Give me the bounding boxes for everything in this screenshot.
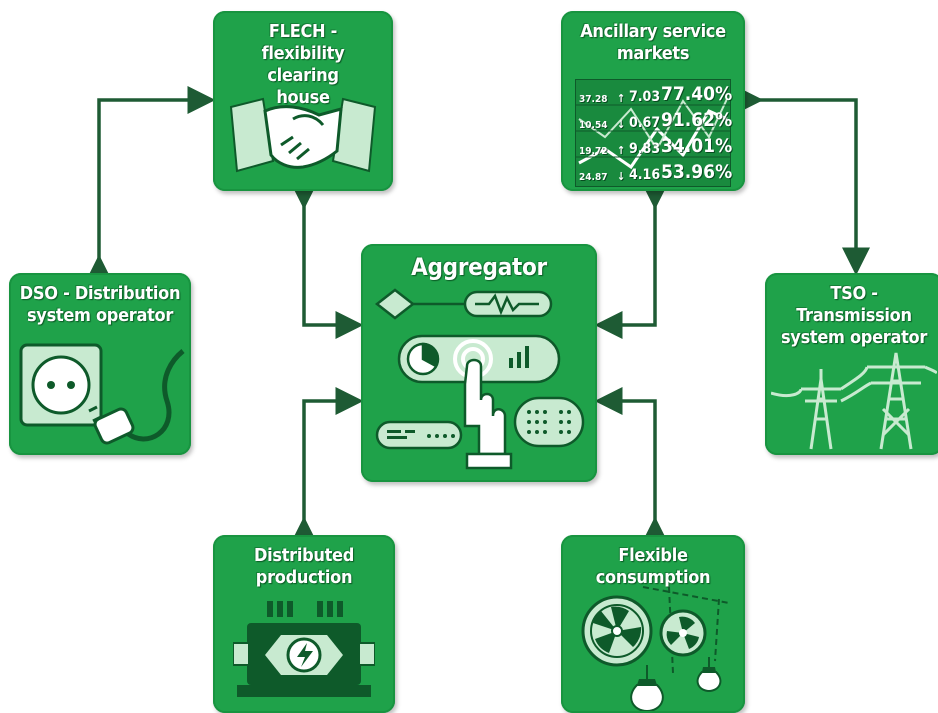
fan-and-bulb-icon [581,586,730,711]
ticker-value-1: 10.54 [579,120,608,131]
ticker-value-2: 7.03 [629,89,661,105]
node-aggregator: Aggregator [361,244,597,482]
ticker-percent: 91.62% [661,109,733,131]
arrow-up-icon: ↑ [617,144,626,157]
ticker-row: 37.28 ↑ 7.03 77.40% [579,83,733,107]
node-dso: DSO - Distribution system operator [9,273,191,455]
node-distributed-label: Distributed production [253,545,355,588]
node-flexible-label: Flexible consumption [595,545,711,588]
arrow-ancillary-aggregator [594,181,669,339]
power-socket-icon [19,343,185,445]
node-ancillary-markets: Ancillary service markets 37.28 ↑ 7.03 7… [561,11,745,191]
market-chart-icon [575,79,731,187]
ticker-percent: 53.96% [661,161,733,183]
node-dso-label: DSO - Distribution system operator [19,283,181,326]
ticker-value-1: 37.28 [579,94,608,105]
ticker-row: 19.72 ↑ 9.83 34.01% [579,135,733,159]
ticker-value-2: 9.83 [629,141,661,157]
arrow-distributed-aggregator [290,387,364,545]
arrow-dso-flech [85,86,216,283]
ticker-row: 24.87 ↓ 4.16 53.96% [579,161,733,185]
generator-icon [233,601,375,697]
ticker-percent: 77.40% [661,83,733,105]
arrow-down-icon: ↓ [617,170,626,183]
arrow-up-icon: ↑ [617,92,626,105]
ticker-percent: 34.01% [661,135,733,157]
ticker-value-1: 24.87 [579,172,608,183]
node-tso: TSO - Transmission system operator [765,273,938,455]
node-flexible-consumption: Flexible consumption [561,535,745,713]
control-panel-icon [374,288,585,470]
arrow-down-icon: ↓ [617,118,626,131]
ticker-value-1: 19.72 [579,146,608,157]
node-flech: FLECH - flexibility clearing house [213,11,393,191]
ticker-value-2: 4.16 [629,167,661,183]
node-ancillary-label: Ancillary service markets [580,21,726,64]
market-ticker: 37.28 ↑ 7.03 77.40% 10.54 ↓ 0.67 91.62% … [575,83,733,187]
arrow-flexible-aggregator [594,387,669,545]
node-flech-label: FLECH - flexibility clearing house [261,21,345,108]
ticker-row: 10.54 ↓ 0.67 91.62% [579,109,733,133]
arrow-ancillary-tso [735,86,870,276]
node-tso-label: TSO - Transmission system operator [780,283,928,348]
transmission-tower-icon [771,352,937,450]
ticker-value-2: 0.67 [629,115,661,131]
arrow-flech-aggregator [290,181,364,339]
node-distributed-production: Distributed production [213,535,395,713]
handshake-icon [229,97,377,173]
node-aggregator-label: Aggregator [411,253,547,281]
